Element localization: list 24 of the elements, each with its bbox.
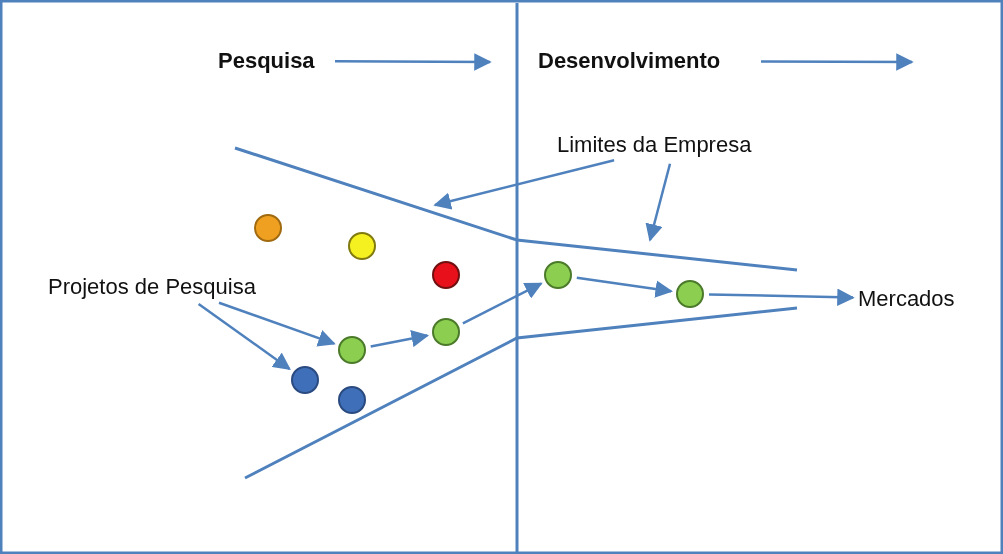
- project-circle: [348, 232, 376, 260]
- arrow: [576, 276, 673, 298]
- arrow: [197, 302, 291, 370]
- project-circle: [338, 336, 366, 364]
- target-label: Mercados: [858, 285, 976, 313]
- project-circle: [544, 261, 572, 289]
- arrow: [335, 53, 492, 71]
- project-circle: [432, 318, 460, 346]
- text-label: Pesquisa: [218, 47, 330, 75]
- text-label: Projetos de Pesquisa: [48, 273, 302, 301]
- project-circle: [291, 366, 319, 394]
- text-label: Limites da Empresa: [557, 131, 793, 159]
- arrow: [370, 329, 429, 348]
- text-label: Desenvolvimento: [538, 47, 756, 75]
- project-circle: [254, 214, 282, 242]
- arrow: [218, 301, 336, 347]
- project-circle: [338, 386, 366, 414]
- project-circle: [432, 261, 460, 289]
- arrow: [761, 53, 914, 71]
- project-circle: [676, 280, 704, 308]
- arrow: [462, 282, 543, 325]
- leader-line: [645, 163, 672, 242]
- leader-line: [433, 159, 615, 210]
- arrow: [708, 288, 855, 306]
